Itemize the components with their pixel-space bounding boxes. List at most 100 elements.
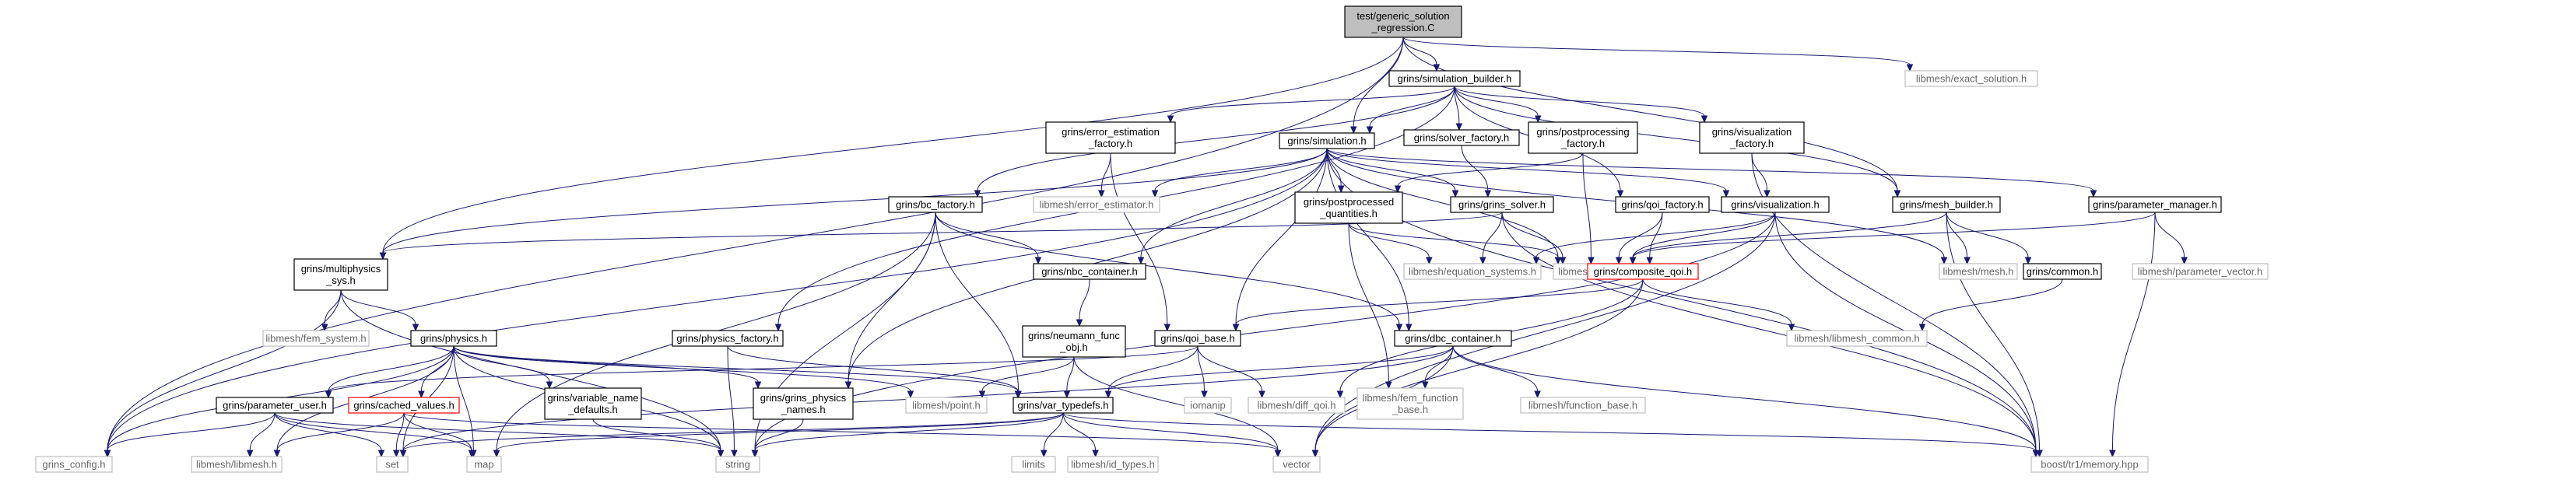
node-vector: vector [1272,456,1321,473]
node-param-user[interactable]: grins/parameter_user.h [216,397,334,414]
node-cached-values[interactable]: grins/cached_values.h [348,397,460,414]
node-error-est-factory[interactable]: grins/error_estimation_factory.h [1045,121,1176,154]
arrowhead-grins_solver-to-eq_systems [1479,257,1486,265]
edge-root-to-grins_config [107,37,1404,451]
node-label: map [474,459,493,471]
node-label: libmesh/error_estimator.h [1040,199,1154,211]
arrowhead-sim_builder-to-physics_factory [774,324,782,332]
node-box-grins-common [2023,263,2102,280]
arrowhead-error_est_factory-to-error_estimator [1098,190,1105,198]
edge-dbc_container-to-function_base [1452,345,1539,392]
edge-param_manager-to-getpot [1632,212,2156,258]
arrowhead-sim_builder-to-simulation [1366,126,1374,135]
edge-error_est_factory-to-qoi_base [1110,152,1168,325]
edge-param_user-to-string [274,412,721,451]
arrowhead-qoi_base-to-param_user [325,390,332,399]
arrowhead-multiphysics-to-physics [412,324,419,332]
node-mesh-builder[interactable]: grins/mesh_builder.h [1892,196,2001,213]
node-label: boost/tr1/memory.hpp [2041,459,2138,471]
edge-bc_factory-to-nbc_container [935,212,1039,258]
node-solver-factory[interactable]: grins/solver_factory.h [1403,129,1520,146]
arrowhead-grins_solver-to-multiphysics [379,252,387,261]
node-composite-qoi[interactable]: grins/composite_qoi.h [1587,263,1699,280]
edge-physics-to-param_user [328,345,454,392]
node-fem-system: libmesh/fem_system.h [262,330,370,347]
arrowhead-dbc_container-to-fem_function_base [1421,381,1429,390]
node-physics[interactable]: grins/physics.h [410,330,497,347]
node-postproc-quant[interactable]: grins/postprocessed_quantities.h [1294,191,1403,224]
node-param-manager[interactable]: grins/parameter_manager.h [2088,196,2222,213]
node-label: grins/dbc_container.h [1405,333,1501,345]
node-grins-solver[interactable]: grins/grins_solver.h [1450,196,1554,213]
edge-postproc_quant-to-eq_systems [1348,222,1430,258]
edge-physics-to-libmesh_point [453,345,911,392]
node-fem-function-base: libmesh/fem_function_base.h [1356,387,1464,420]
node-grins-phys-names[interactable]: grins/grins_physics_names.h [753,387,854,420]
node-box-id-types [1067,456,1159,473]
node-sim-builder[interactable]: grins/simulation_builder.h [1388,70,1521,87]
node-visualization[interactable]: grins/visualization.h [1721,196,1830,213]
edge-simulation-to-param_manager [1326,148,2094,191]
node-box-libmesh-mesh [1939,263,2018,280]
node-box-simulation [1279,132,1375,149]
node-label: libmesh/fem_function [1363,392,1458,404]
node-root[interactable]: test/generic_solution_regression.C [1344,5,1462,38]
arrowhead-qoi_factory-to-composite_qoi [1646,257,1654,265]
node-label: grins/solver_factory.h [1414,132,1510,144]
arrowhead-dbc_container-to-function_base [1534,390,1541,399]
node-dbc-container[interactable]: grins/dbc_container.h [1394,330,1512,347]
edge-var_typedefs-to-map [496,412,1064,451]
node-label: grins/neumann_func [1028,330,1120,341]
node-label: _defaults.h [567,404,618,415]
node-eq-systems: libmesh/equation_systems.h [1403,263,1542,280]
node-box-sim-builder [1388,70,1521,87]
node-physics-factory[interactable]: grins/physics_factory.h [672,330,784,347]
edge-var_typedefs-to-vector [1062,412,1279,451]
edge-var_typedefs-to-memory [1062,412,2037,451]
node-box-composite-qoi [1587,263,1699,280]
node-multiphysics[interactable]: grins/multiphysics_sys.h [293,258,388,291]
node-simulation[interactable]: grins/simulation.h [1279,132,1375,149]
node-qoi-base[interactable]: grins/qoi_base.h [1154,330,1241,347]
node-vis-factory[interactable]: grins/visualization_factory.h [1699,121,1805,154]
node-label: grins/visualization.h [1731,199,1819,211]
arrowhead-var_typedefs-to-map [493,450,500,458]
node-qoi-factory[interactable]: grins/qoi_factory.h [1615,196,1710,213]
node-box-physics-factory [672,330,784,347]
edge-sim_builder-to-postproc_factory [1454,86,1539,117]
node-label: vector [1283,459,1311,471]
edge-simulation-to-multiphysics [382,148,1328,254]
edge-var_typedefs-to-id_types [1062,412,1097,451]
edge-bc_factory-to-var_typedefs [935,212,1020,392]
edge-grins_solver-to-multiphysics [382,212,1503,254]
arrowhead-qoi_base-to-diff_qoi [1258,390,1265,399]
node-postproc-factory[interactable]: grins/postprocessing_factory.h [1528,121,1638,154]
node-box-param-user [216,397,334,414]
arrowhead-param_manager-to-memory [2109,450,2116,458]
node-box-set [376,456,409,473]
node-label: _base.h [1392,404,1428,415]
arrowhead-postproc_quant-to-getpot [1554,257,1562,265]
node-grins-common[interactable]: grins/common.h [2023,263,2102,280]
node-var-typedefs[interactable]: grins/var_typedefs.h [1013,397,1114,414]
arrowhead-postproc_factory-to-getpot [1588,257,1595,265]
edge-param_user-to-grins_config [107,412,275,451]
node-box-physics [410,330,497,347]
edge-var_typedefs-to-limits [1043,412,1064,451]
arrowhead-var_typedefs-to-limits [1041,450,1048,458]
arrowhead-var_typedefs-to-id_types [1092,450,1099,458]
node-error-estimator: libmesh/error_estimator.h [1033,196,1160,213]
arrowhead-root-to-exact_solution [1906,64,1914,72]
arrowhead-simulation-to-libmesh_mesh [1940,257,1948,265]
node-box-nbc-container [1033,263,1146,280]
edge-grins_solver-to-getpot [1501,212,1563,258]
edge-simulation-to-qoi_base [1235,148,1328,325]
edge-mesh_builder-to-getpot [1632,212,1947,258]
node-nbc-container[interactable]: grins/nbc_container.h [1033,263,1146,280]
arrowhead-solver_factory-to-grins_solver [1484,190,1492,198]
edge-cached_values-to-libmesh_libmesh [276,412,405,451]
node-bc-factory[interactable]: grins/bc_factory.h [888,196,983,213]
node-var-name-defaults[interactable]: grins/variable_name_defaults.h [544,387,642,420]
node-neumann[interactable]: grins/neumann_func_obj.h [1022,325,1126,358]
edge-multiphysics-to-grins_config [107,289,342,451]
